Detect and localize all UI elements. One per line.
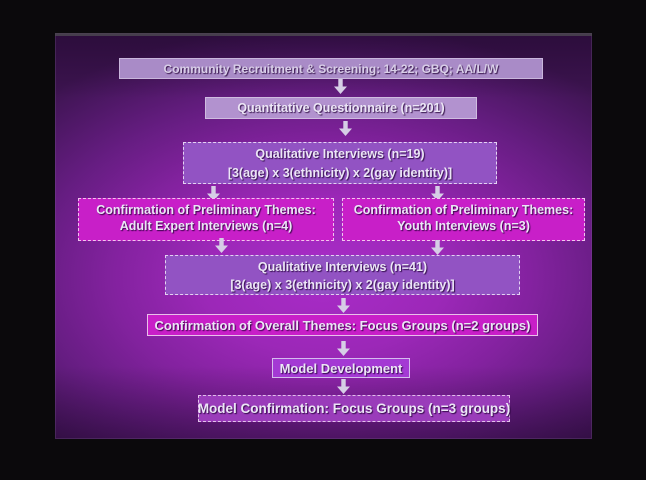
node-qualitative-interviews-19-line1: Qualitative Interviews (n=19)	[255, 147, 425, 161]
node-confirmation-overall-themes: Confirmation of Overall Themes: Focus Gr…	[147, 314, 538, 336]
node-confirmation-youth-label: Confirmation of Preliminary Themes: Yout…	[353, 203, 574, 233]
down-arrow-icon	[334, 79, 347, 94]
node-model-development-label: Model Development	[279, 360, 403, 376]
node-qualitative-interviews-19: Qualitative Interviews (n=19) [3(age) x …	[183, 142, 497, 184]
down-arrow-icon	[431, 240, 444, 255]
node-confirmation-overall-themes-label: Confirmation of Overall Themes: Focus Gr…	[154, 318, 531, 333]
node-qualitative-interviews-19-line2: [3(age) x 3(ethnicity) x 2(gay identity)…	[227, 166, 453, 180]
node-quantitative-questionnaire: Quantitative Questionnaire (n=201)	[205, 97, 477, 119]
node-model-confirmation-label: Model Confirmation: Focus Groups (n=3 gr…	[197, 401, 511, 416]
node-qualitative-interviews-41-line1: Qualitative Interviews (n=41)	[257, 260, 428, 274]
node-qualitative-interviews-41-line2: [3(age) x 3(ethnicity) x 2(gay identity)…	[230, 278, 455, 292]
down-arrow-icon	[337, 298, 350, 313]
down-arrow-icon	[337, 379, 350, 394]
node-community-recruitment: Community Recruitment & Screening: 14-22…	[119, 58, 543, 79]
node-confirmation-adult-expert: Confirmation of Preliminary Themes: Adul…	[78, 198, 334, 241]
node-model-confirmation: Model Confirmation: Focus Groups (n=3 gr…	[198, 395, 510, 422]
node-quantitative-questionnaire-label: Quantitative Questionnaire (n=201)	[237, 101, 445, 115]
down-arrow-icon	[339, 121, 352, 136]
node-confirmation-adult-expert-label: Confirmation of Preliminary Themes: Adul…	[96, 203, 316, 233]
node-community-recruitment-label: Community Recruitment & Screening: 14-22…	[163, 61, 499, 76]
down-arrow-icon	[337, 341, 350, 356]
node-confirmation-youth: Confirmation of Preliminary Themes: Yout…	[342, 198, 585, 241]
node-model-development: Model Development	[272, 358, 410, 378]
slide: Community Recruitment & Screening: 14-22…	[55, 33, 592, 439]
node-qualitative-interviews-41: Qualitative Interviews (n=41) [3(age) x …	[165, 255, 520, 295]
